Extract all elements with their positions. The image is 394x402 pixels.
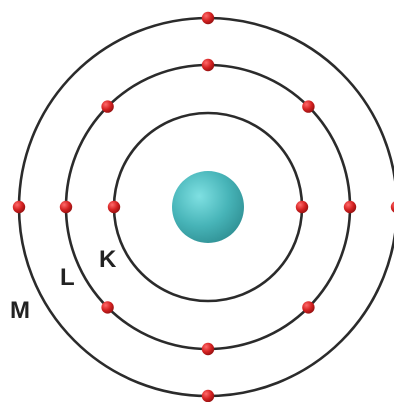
electron-l-4 (101, 301, 114, 314)
electron-l-6 (101, 100, 114, 113)
electron-m-4 (201, 11, 215, 25)
electron-l-1 (343, 200, 357, 214)
electron-m-1 (390, 201, 394, 213)
nucleus (172, 171, 244, 243)
electron-m-3 (12, 200, 26, 214)
shell-label-m: M (10, 297, 30, 324)
electron-l-7 (201, 58, 215, 72)
electron-l-8 (302, 100, 315, 113)
electron-m-2 (201, 389, 215, 402)
shell-label-l: L (60, 264, 75, 291)
electron-k-2 (107, 200, 121, 214)
electron-l-3 (201, 342, 215, 356)
electron-l-5 (59, 200, 73, 214)
shell-label-k: K (99, 246, 117, 273)
electrons-group (12, 11, 394, 402)
electron-k-1 (295, 200, 309, 214)
electron-l-2 (302, 301, 315, 314)
